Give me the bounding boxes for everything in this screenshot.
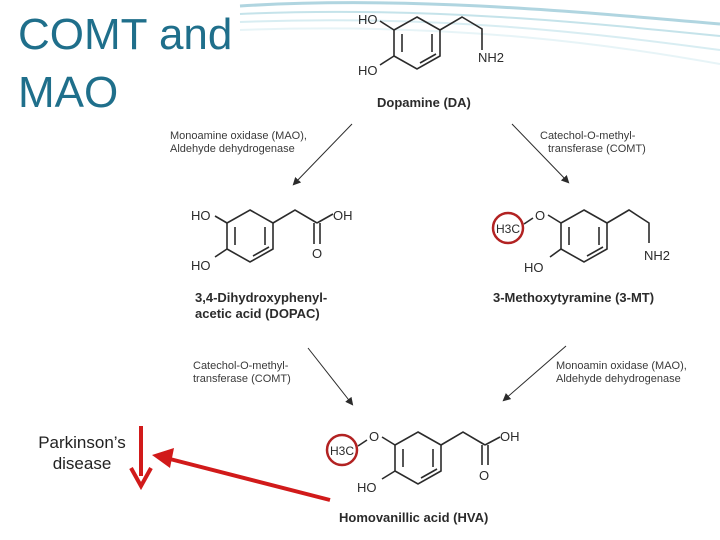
hva-name: Homovanillic acid (HVA): [339, 510, 488, 525]
title-line-2: MAO: [18, 68, 119, 117]
comt-bottom-line-2: transferase (COMT): [193, 373, 291, 385]
dopac-ho-top: HO: [191, 208, 211, 223]
dopac-name-line-2: acetic acid (DOPAC): [195, 306, 320, 321]
arrow-da-to-dopac: [292, 123, 353, 186]
comt-top-line-2: transferase (COMT): [548, 143, 646, 155]
parkinsons-note: Parkinson’s disease: [22, 432, 142, 474]
three-mt-methyl-highlight: [491, 211, 525, 245]
dopamine-ho-bottom: HO: [358, 63, 378, 78]
hva-o-carbonyl: O: [479, 468, 489, 483]
note-line-1: Parkinson’s: [38, 433, 126, 452]
hva-h3c: H3C: [330, 444, 354, 458]
mao-bottom-line-1: Monoamin oxidase (MAO),: [556, 360, 687, 372]
mao-bottom-line-2: Aldehyde dehydrogenase: [556, 373, 681, 385]
note-line-2: disease: [52, 454, 112, 473]
dopac-oh: OH: [333, 208, 353, 223]
arrow-da-to-3mt: [511, 123, 570, 184]
three-mt-name: 3-Methoxytyramine (3-MT): [493, 290, 654, 305]
pointer-arrow-icon: [152, 448, 331, 502]
comt-bottom-line-1: Catechol-O-methyl-: [193, 360, 289, 372]
hva-structure: [357, 431, 501, 485]
mao-top-line-1: Monoamine oxidase (MAO),: [170, 130, 307, 142]
title-line-1: COMT and: [18, 10, 233, 59]
dopac-name-line-1: 3,4-Dihydroxyphenyl-: [195, 290, 327, 305]
hva-o: O: [369, 429, 379, 444]
arrow-3mt-to-hva: [502, 345, 567, 402]
three-mt-o: O: [535, 208, 545, 223]
three-mt-h3c: H3C: [496, 222, 520, 236]
dopac-ho-bottom: HO: [191, 258, 211, 273]
dopac-structure: [214, 209, 334, 263]
slide-title: COMT and MAO: [18, 6, 278, 122]
hva-oh: OH: [500, 429, 520, 444]
mao-top-line-2: Aldehyde dehydrogenase: [170, 143, 295, 155]
hva-ho: HO: [357, 480, 377, 495]
dopamine-name: Dopamine (DA): [377, 95, 471, 110]
arrow-dopac-to-hva: [307, 347, 354, 406]
hva-methyl-highlight: [325, 433, 359, 467]
down-arrow-icon: [129, 426, 153, 491]
dopac-o: O: [312, 246, 322, 261]
dopamine-nh2: NH2: [478, 50, 504, 65]
comt-top-line-1: Catechol-O-methyl-: [540, 130, 636, 142]
dopamine-structure: [379, 16, 483, 70]
dopamine-ho-top: HO: [358, 12, 378, 27]
three-mt-ho: HO: [524, 260, 544, 275]
three-mt-structure: [523, 209, 650, 263]
three-mt-nh2: NH2: [644, 248, 670, 263]
